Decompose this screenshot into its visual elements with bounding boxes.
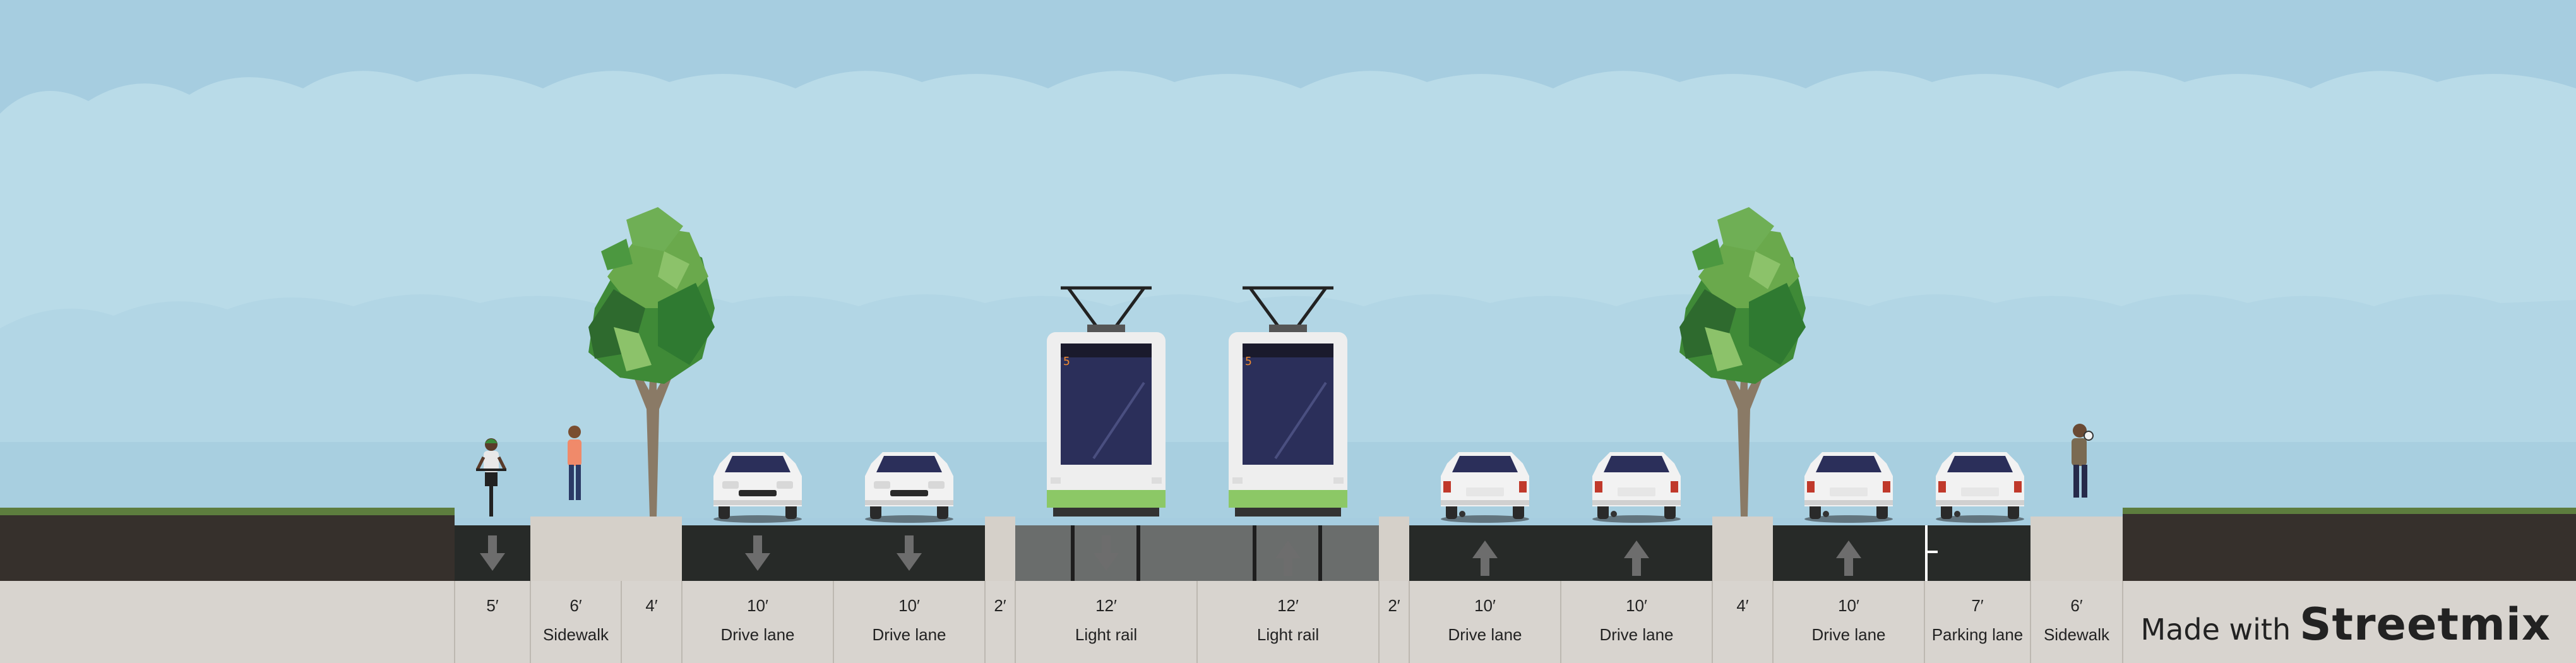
segment-name: Sidewalk bbox=[542, 625, 609, 644]
streetmix-logo-text: Streetmix bbox=[2299, 599, 2551, 650]
segment-width: 5′ bbox=[486, 596, 499, 615]
clouds-back bbox=[0, 71, 2576, 328]
segment-dividers bbox=[454, 581, 2123, 663]
segment-width: 12′ bbox=[1095, 596, 1117, 615]
segment-label-divider-2: 2′ bbox=[1379, 581, 1409, 663]
segment-width: 2′ bbox=[994, 596, 1006, 615]
made-with-text: Made with bbox=[2140, 612, 2291, 647]
segment-label-planting-right: 4′ bbox=[1712, 581, 1773, 663]
segment-label-sidewalk-left: 6′ Sidewalk bbox=[530, 581, 621, 663]
segment-width: 7′ bbox=[1971, 596, 1984, 615]
ground-left bbox=[0, 513, 455, 581]
segment-width: 10′ bbox=[1838, 596, 1859, 615]
tram-route-number: 5 bbox=[1063, 355, 1070, 368]
segment-label-drive-lane-1: 10′ Drive lane bbox=[682, 581, 833, 663]
segment-label-parking-lane: 7′ Parking lane bbox=[1924, 581, 2030, 663]
tram-left: 5 bbox=[1047, 288, 1166, 517]
tram-route-number: 5 bbox=[1245, 355, 1252, 368]
segment-name: Light rail bbox=[1256, 625, 1320, 644]
segment-label-light-rail-2: 12′ Light rail bbox=[1197, 581, 1379, 663]
segment-name: Sidewalk bbox=[2043, 625, 2110, 644]
segment-name: Drive lane bbox=[872, 625, 946, 644]
segment-label-drive-lane-4: 10′ Drive lane bbox=[1561, 581, 1712, 663]
pedestrian-right bbox=[2072, 424, 2094, 498]
segment-name: Light rail bbox=[1075, 625, 1138, 644]
segment-width: 2′ bbox=[1388, 596, 1400, 615]
segment-width: 10′ bbox=[1626, 596, 1647, 615]
segment-width: 10′ bbox=[898, 596, 920, 615]
segment-width: 4′ bbox=[1736, 596, 1749, 615]
segment-name: Drive lane bbox=[720, 625, 795, 644]
segment-label-drive-lane-3: 10′ Drive lane bbox=[1409, 581, 1561, 663]
pedestrian-left bbox=[568, 426, 581, 500]
segment-width: 10′ bbox=[747, 596, 768, 615]
segment-name: Parking lane bbox=[1931, 625, 2024, 644]
segment-label-drive-lane-2: 10′ Drive lane bbox=[833, 581, 985, 663]
segment-labels: 5′ 6′ Sidewalk 4′ 10′ Drive lane 10′ Drive lane… bbox=[0, 581, 2576, 663]
cyclist bbox=[475, 438, 507, 517]
segment-name: Drive lane bbox=[1811, 625, 1886, 644]
grass-right bbox=[2123, 508, 2576, 514]
tram-right: 5 bbox=[1229, 288, 1347, 517]
segment-label-drive-lane-5: 10′ Drive lane bbox=[1773, 581, 1924, 663]
segment-name: Drive lane bbox=[1599, 625, 1674, 644]
segment-width: 10′ bbox=[1474, 596, 1496, 615]
segment-width: 6′ bbox=[2070, 596, 2083, 615]
segment-label-bike-lane: 5′ bbox=[455, 581, 530, 663]
ground-right bbox=[2123, 513, 2576, 581]
segment-width: 6′ bbox=[569, 596, 582, 615]
segment-width: 4′ bbox=[645, 596, 658, 615]
street-surfaces bbox=[455, 517, 2123, 581]
segment-name: Drive lane bbox=[1448, 625, 1522, 644]
segment-width: 12′ bbox=[1277, 596, 1299, 615]
segment-label-light-rail-1: 12′ Light rail bbox=[1015, 581, 1197, 663]
segment-label-sidewalk-right: 6′ Sidewalk bbox=[2030, 581, 2123, 663]
segment-label-planting-left: 4′ bbox=[621, 581, 682, 663]
label-panel bbox=[0, 581, 2576, 663]
segment-label-divider-1: 2′ bbox=[985, 581, 1015, 663]
